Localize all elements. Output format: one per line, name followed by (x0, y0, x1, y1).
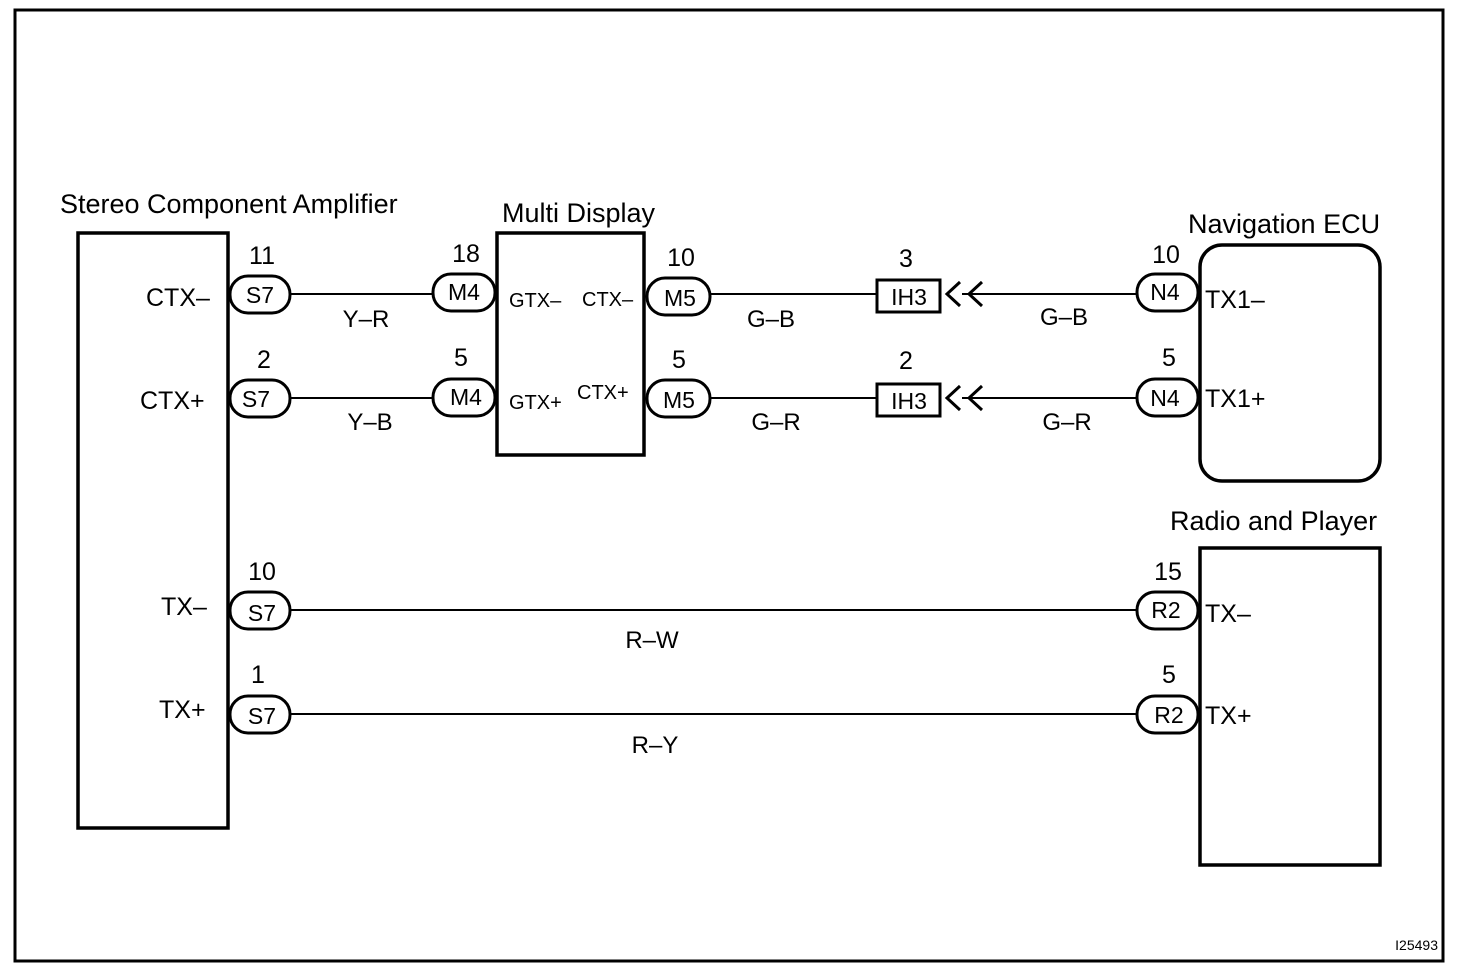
radio-box (1198, 546, 1382, 867)
amplifier-title: Stereo Component Amplifier (60, 189, 398, 219)
nav-ecu-box (1198, 243, 1382, 483)
md-terminal-ctx-plus: CTX+ (577, 382, 629, 404)
wire-label-y-r: Y–R (343, 306, 390, 333)
connector-ih3-ctx-minus: IH3 (875, 278, 984, 314)
pin-n4-5: 5 (1162, 344, 1176, 372)
amp-terminal-ctx-plus: CTX+ (140, 387, 205, 415)
nav-terminal-tx1-plus: TX1+ (1205, 385, 1265, 413)
amplifier-box (76, 231, 230, 830)
svg-text:M5: M5 (664, 285, 696, 311)
multi-display-title: Multi Display (502, 198, 656, 228)
nav-terminal-tx1-minus: TX1– (1205, 286, 1265, 314)
wire-label-r-w: R–W (625, 627, 679, 654)
connector-m4-gtx-plus: M4 (431, 377, 497, 418)
wire-label-g-b-md: G–B (747, 306, 795, 333)
svg-text:M4: M4 (450, 384, 482, 410)
connector-s7-ctx-plus: S7 (228, 378, 292, 419)
multi-display-box (495, 231, 646, 457)
connector-n4-tx1-plus: N4 (1135, 377, 1200, 418)
svg-text:S7: S7 (248, 703, 276, 729)
svg-text:IH3: IH3 (891, 388, 927, 414)
pin-n4-10: 10 (1152, 241, 1180, 269)
pin-m5-5: 5 (672, 346, 686, 374)
radio-terminal-tx-plus: TX+ (1205, 702, 1252, 730)
amp-terminal-tx-plus: TX+ (159, 696, 206, 724)
svg-text:S7: S7 (246, 282, 274, 308)
connector-m5-ctx-plus: M5 (645, 378, 712, 419)
svg-text:S7: S7 (248, 600, 276, 626)
svg-text:R2: R2 (1154, 702, 1183, 728)
pin-m5-10: 10 (667, 244, 695, 272)
pin-s7-11: 11 (249, 242, 275, 270)
pin-ih3-3: 3 (899, 245, 913, 273)
svg-text:S7: S7 (242, 386, 270, 412)
wire-label-g-r-nav: G–R (1042, 409, 1091, 436)
radio-title: Radio and Player (1170, 506, 1377, 536)
svg-text:N4: N4 (1150, 385, 1180, 411)
pin-s7-2: 2 (257, 346, 271, 374)
connector-s7-tx-minus: S7 (228, 590, 292, 631)
pin-m4-5: 5 (454, 344, 468, 372)
figure-id: I25493 (1395, 937, 1438, 953)
md-terminal-ctx-minus: CTX– (582, 289, 634, 311)
pin-r2-15: 15 (1154, 558, 1182, 586)
wire-label-r-y: R–Y (632, 732, 679, 759)
radio-terminal-tx-minus: TX– (1205, 600, 1251, 628)
connector-s7-tx-plus: S7 (228, 694, 292, 735)
nav-ecu-title: Navigation ECU (1188, 209, 1380, 239)
connector-m4-gtx-minus: M4 (431, 272, 497, 313)
pin-r2-5: 5 (1162, 661, 1176, 689)
connector-r2-tx-plus: R2 (1135, 694, 1200, 735)
amp-terminal-tx-minus: TX– (161, 593, 207, 621)
wire-label-g-r-md: G–R (751, 409, 800, 436)
svg-text:R2: R2 (1151, 597, 1180, 623)
svg-text:IH3: IH3 (891, 284, 927, 310)
pin-s7-1: 1 (251, 661, 265, 689)
connector-n4-tx1-minus: N4 (1135, 272, 1200, 313)
svg-text:M5: M5 (663, 387, 695, 413)
svg-text:M4: M4 (448, 279, 480, 305)
wire-label-y-b: Y–B (347, 409, 392, 436)
connector-m5-ctx-minus: M5 (645, 276, 712, 317)
pin-s7-10: 10 (248, 558, 276, 586)
diagram-frame (13, 8, 1445, 963)
md-terminal-gtx-minus: GTX– (509, 290, 562, 312)
pin-m4-18: 18 (452, 240, 480, 268)
md-terminal-gtx-plus: GTX+ (509, 392, 562, 414)
connector-ih3-ctx-plus: IH3 (875, 382, 984, 418)
connector-r2-tx-minus: R2 (1135, 590, 1200, 631)
pin-ih3-2: 2 (899, 347, 913, 375)
amp-terminal-ctx-minus: CTX– (146, 284, 210, 312)
wire-label-g-b-nav: G–B (1040, 304, 1088, 331)
svg-text:N4: N4 (1150, 279, 1180, 305)
connector-s7-ctx-minus: S7 (228, 274, 292, 315)
